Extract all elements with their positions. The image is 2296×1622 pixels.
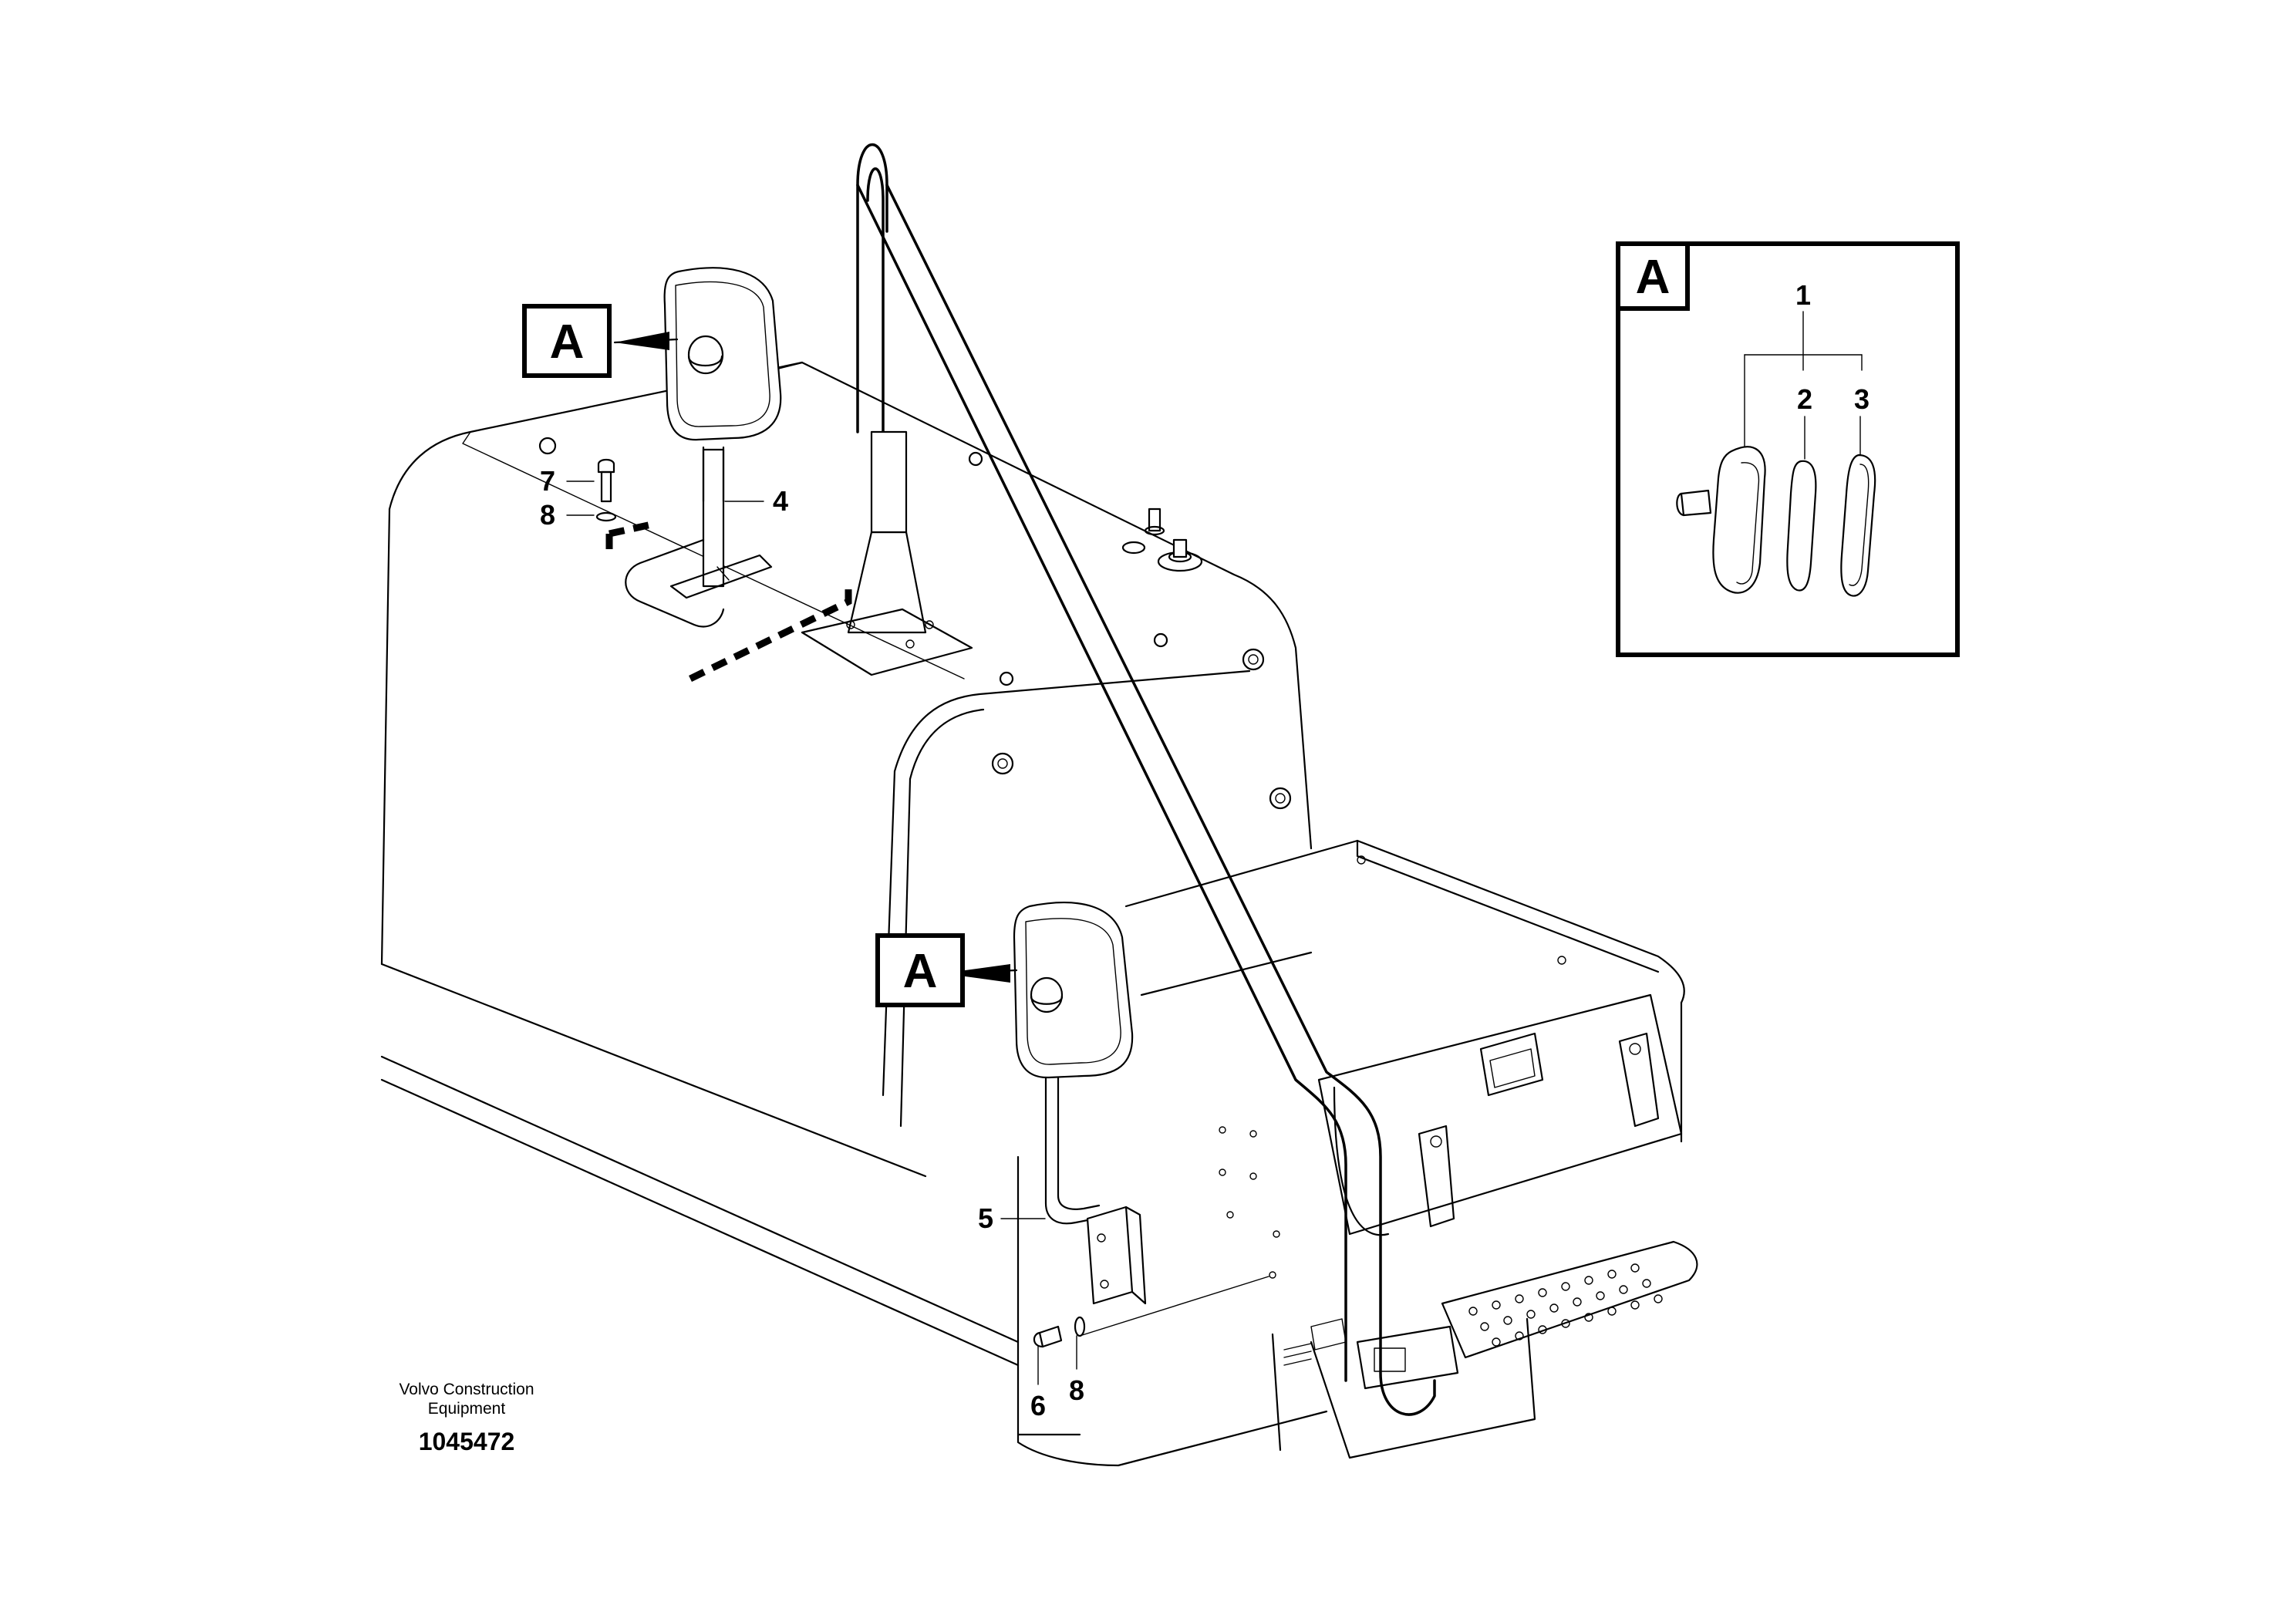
callout-2: 2 [1797,383,1812,415]
step-holes [1468,1263,1663,1347]
callout-8-upper: 8 [540,499,555,531]
callout-1: 1 [1795,279,1811,311]
footer: Volvo Construction Equipment 1045472 [399,1381,534,1455]
detail-inset: A [1616,241,1960,657]
hidden-bracket-outline [609,521,852,683]
detail-inset-label: A [1636,251,1671,304]
callouts: 1 2 3 4 5 6 7 8 8 [540,279,1870,1421]
lower-mirror [1013,902,1276,1348]
brand-line-1: Volvo Construction [399,1381,534,1398]
handrail [801,143,1436,1416]
brand-line-2: Equipment [428,1400,506,1418]
engine-hood [380,361,1313,1367]
callout-3: 3 [1854,383,1870,415]
leader-lines [566,332,1077,1385]
upper-mirror [625,267,782,628]
document-number: 1045472 [419,1428,515,1455]
callout-5: 5 [978,1202,993,1234]
callout-6: 6 [1030,1390,1046,1421]
callout-4: 4 [773,485,788,517]
callout-7: 7 [540,465,555,497]
callout-8-lower: 8 [1069,1374,1084,1406]
detail-marker-upper: A [522,304,612,378]
detail-marker-upper-label: A [550,315,585,369]
upper-fasteners [595,458,617,522]
detail-marker-lower: A [875,933,965,1007]
side-compartment [1017,839,1698,1467]
detail-marker-lower-label: A [903,945,938,998]
